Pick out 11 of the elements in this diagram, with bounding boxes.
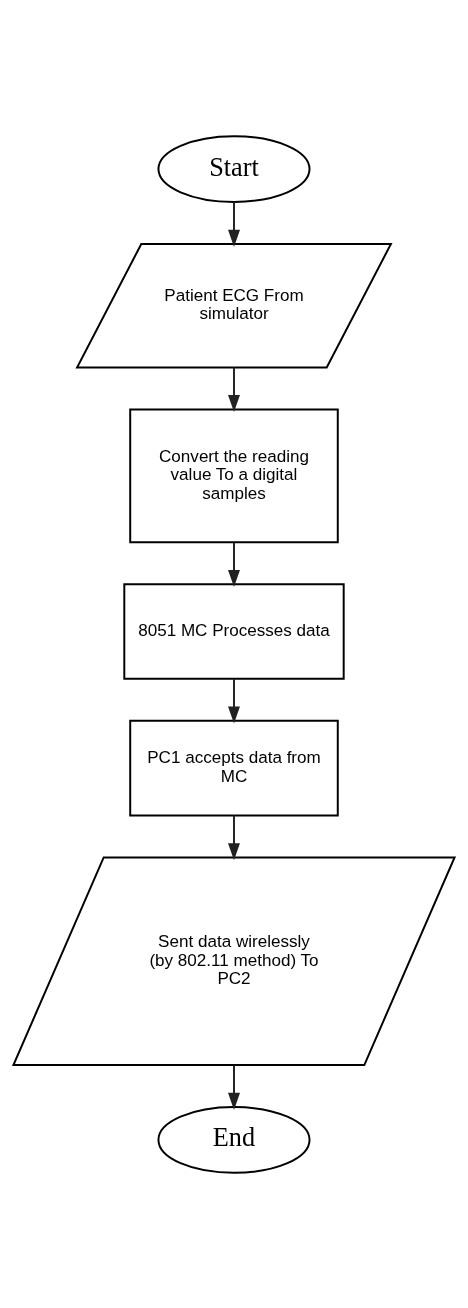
arrow bbox=[228, 541, 240, 587]
node-ellipse: End bbox=[157, 1105, 311, 1174]
arrow bbox=[228, 1064, 240, 1110]
arrow bbox=[228, 366, 240, 412]
node-box: Convert the reading value To a digital samples bbox=[129, 408, 339, 543]
arrow bbox=[228, 200, 240, 247]
node-ellipse: Start bbox=[157, 134, 311, 203]
arrow bbox=[228, 677, 240, 724]
node-box: PC1 accepts data from MC bbox=[129, 719, 339, 816]
node-box: 8051 MC Processes data bbox=[123, 582, 345, 680]
arrow bbox=[228, 814, 240, 860]
